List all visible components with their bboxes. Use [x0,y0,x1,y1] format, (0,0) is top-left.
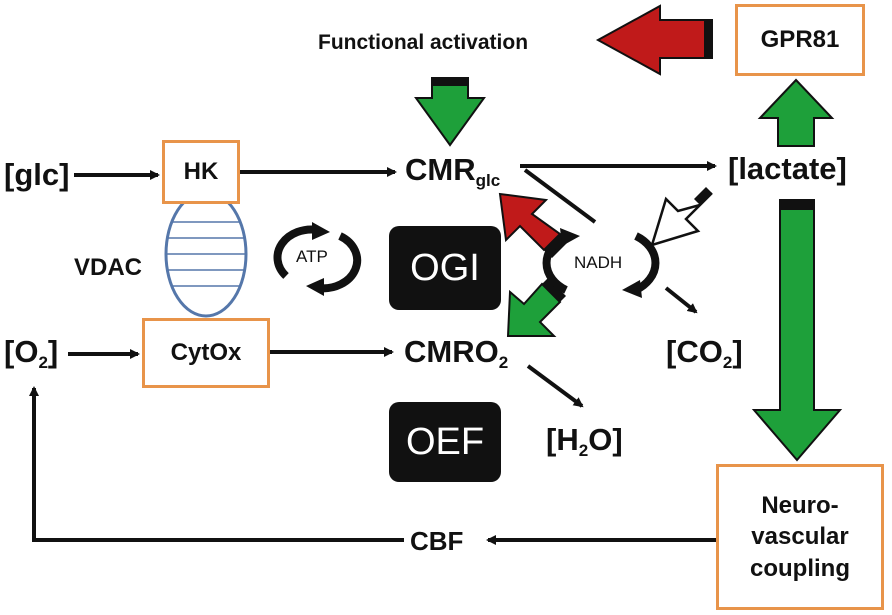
arrow-nadh-to-co2 [664,286,698,314]
hk-label: HK [183,158,219,185]
atp-label: ATP [296,247,328,266]
functional-activation-label: Functional activation [318,31,529,54]
arrow-cmro2-to-h2o [526,364,584,408]
ogi-label: OGI [410,246,480,289]
neurovascular-line3: coupling [750,554,850,582]
green-arrow-lactate-to-neurovascular [751,199,843,462]
o2-open: [O [4,334,39,369]
h2o-open: [H [546,422,579,457]
atp-arrowhead-top [312,222,330,240]
hk-box: HK [162,140,240,204]
red-arrow-gpr81-to-activation [595,4,713,76]
o2-close: ] [47,334,59,369]
cbf-label: CBF [410,526,464,556]
co2-open: [CO [666,334,723,369]
nadh-cycle [542,232,660,294]
co2-sub: 2 [722,352,733,372]
cmrglc-sub: glc [475,170,501,190]
glc-label: [glc] [4,157,70,192]
gpr81-label: GPR81 [760,26,840,53]
h2o-sub: 2 [578,440,589,460]
vdac-channel [164,190,248,318]
neurovascular-line2: vascular [751,523,849,551]
vdac-label: VDAC [74,254,143,281]
oef-label: OEF [405,420,485,463]
cytox-label: CytOx [170,339,242,366]
arrow-cbf-to-o2 [29,386,404,542]
cytox-box: CytOx [142,318,270,388]
oef-block: OEF [389,402,501,482]
co2-close: ] [732,334,743,369]
o2-sub: 2 [38,352,48,372]
green-arrow-lactate-to-gpr81 [757,78,835,147]
white-arrow-lactate-to-nadh [650,187,713,247]
h2o-close: O] [588,422,623,457]
line-cmrglc-to-nadh [523,168,597,224]
cmro2-base: CMRO [404,334,499,369]
cmro2-label: CMRO2 [404,336,508,371]
nadh-arrowhead-bottom [622,280,642,298]
nadh-arrowhead-top [560,228,580,246]
gpr81-box: GPR81 [735,4,865,76]
co2-label: [CO2] [666,336,743,371]
neurovascular-line1: Neuro- [761,492,839,520]
neurovascular-coupling-box: Neuro- vascular coupling [716,464,884,610]
cmrglc-base: CMR [405,152,476,187]
h2o-label: [H2O] [546,424,623,459]
lactate-label: [lactate] [728,151,847,186]
atp-arrowhead-bottom [306,278,324,296]
cmrglc-label: CMRglc [405,154,500,189]
cmro2-sub: 2 [498,352,509,372]
o2-label: [O2] [4,336,58,371]
red-arrow-nadh-to-cmrglc [498,192,568,258]
nadh-label: NADH [574,253,623,272]
green-arrow-activation-to-cmrglc [414,77,486,147]
ogi-block: OGI [389,226,501,310]
atp-cycle [273,225,362,293]
green-arrow-nadh-to-cmro2 [506,278,566,337]
